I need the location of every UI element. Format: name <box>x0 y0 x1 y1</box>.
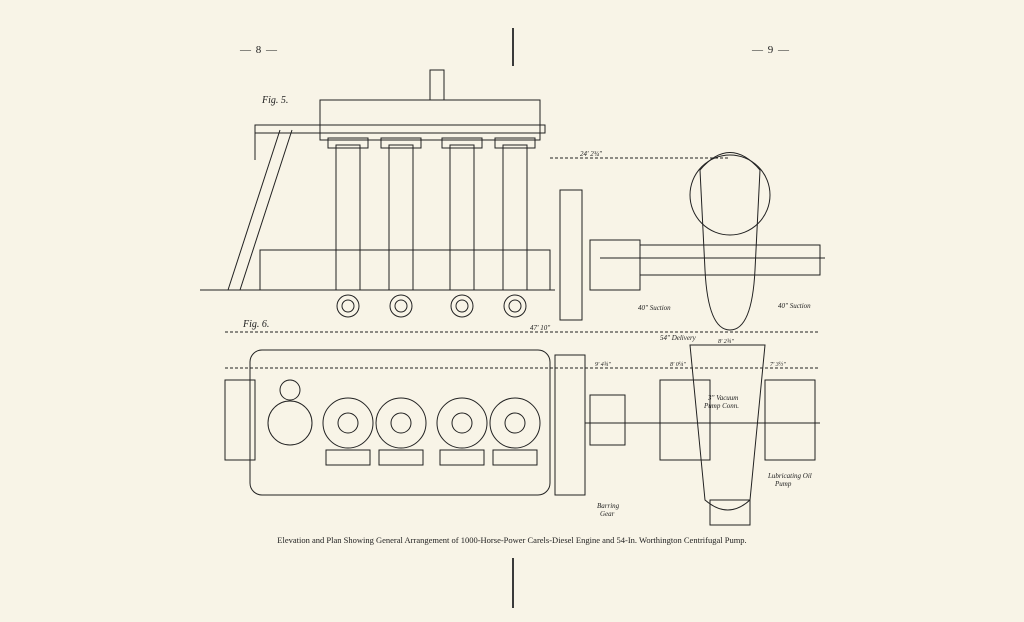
crank-wheel <box>389 294 413 318</box>
crank-wheel <box>503 294 527 318</box>
binding-stitch <box>512 558 514 608</box>
delivery-label: 54" Delivery <box>660 334 697 342</box>
elevation-view: Fig. 5. 24' 2¾" 40" Suction 40" Suction <box>200 69 825 331</box>
dim-9ft: 9' 4¾" <box>595 361 611 368</box>
cylinder-cap <box>380 137 422 149</box>
dim-8ft: 8' 0¼" <box>670 362 686 368</box>
cylinder-head <box>436 397 488 449</box>
crank-wheel <box>336 294 360 318</box>
cylinder-column <box>502 144 528 291</box>
crank-hub <box>455 299 469 313</box>
page-number-right: — 9 — <box>752 44 790 56</box>
crank-hub <box>508 299 522 313</box>
cylinder-cap <box>441 137 483 149</box>
barring-label: Barring <box>597 502 620 510</box>
crank-wheel <box>450 294 474 318</box>
cylinder-manifold <box>439 449 485 466</box>
lube-label-2: Pump <box>774 480 792 488</box>
lube-label: Lubricating Oil <box>767 472 812 480</box>
suction-right-label: 40" Suction <box>778 302 811 310</box>
cylinder-head <box>489 397 541 449</box>
cylinder-cap <box>494 137 536 149</box>
crank-hub <box>394 299 408 313</box>
barring-label-2: Gear <box>600 510 615 518</box>
cylinder-valve <box>390 412 412 434</box>
cylinder-manifold <box>325 449 371 466</box>
cylinder-manifold <box>492 449 538 466</box>
cylinder-valve <box>504 412 526 434</box>
cylinder-column <box>388 144 414 291</box>
dim-7ft: 7' 3½" <box>770 361 786 368</box>
dim-delivery-width: 8' 2¾" <box>718 339 734 345</box>
figure-caption: Elevation and Plan Showing General Arran… <box>277 535 747 545</box>
crank-hub <box>341 299 355 313</box>
cylinder-column <box>335 144 361 291</box>
page-number-left: — 8 — <box>240 44 278 56</box>
cylinder-valve <box>451 412 473 434</box>
cylinder-valve <box>337 412 359 434</box>
vacuum-label-2: Pump Conn. <box>703 402 739 410</box>
cylinder-head <box>375 397 427 449</box>
cylinder-head <box>322 397 374 449</box>
plan-view: Fig. 6. 47' 10" 54" Delivery 8' 2¾" 9' 4… <box>224 319 820 526</box>
vacuum-label: 3" Vacuum <box>707 394 738 402</box>
fig6-label: Fig. 6. <box>242 319 269 330</box>
fig5-label: Fig. 5. <box>261 95 288 106</box>
dim-24ft: 24' 2¾" <box>580 150 602 158</box>
dim-overall: 47' 10" <box>530 324 550 332</box>
suction-left-label: 40" Suction <box>638 304 671 312</box>
cylinder-cap <box>327 137 369 149</box>
binding-stitch <box>512 28 514 66</box>
cylinder-column <box>449 144 475 291</box>
cylinder-manifold <box>378 449 424 466</box>
